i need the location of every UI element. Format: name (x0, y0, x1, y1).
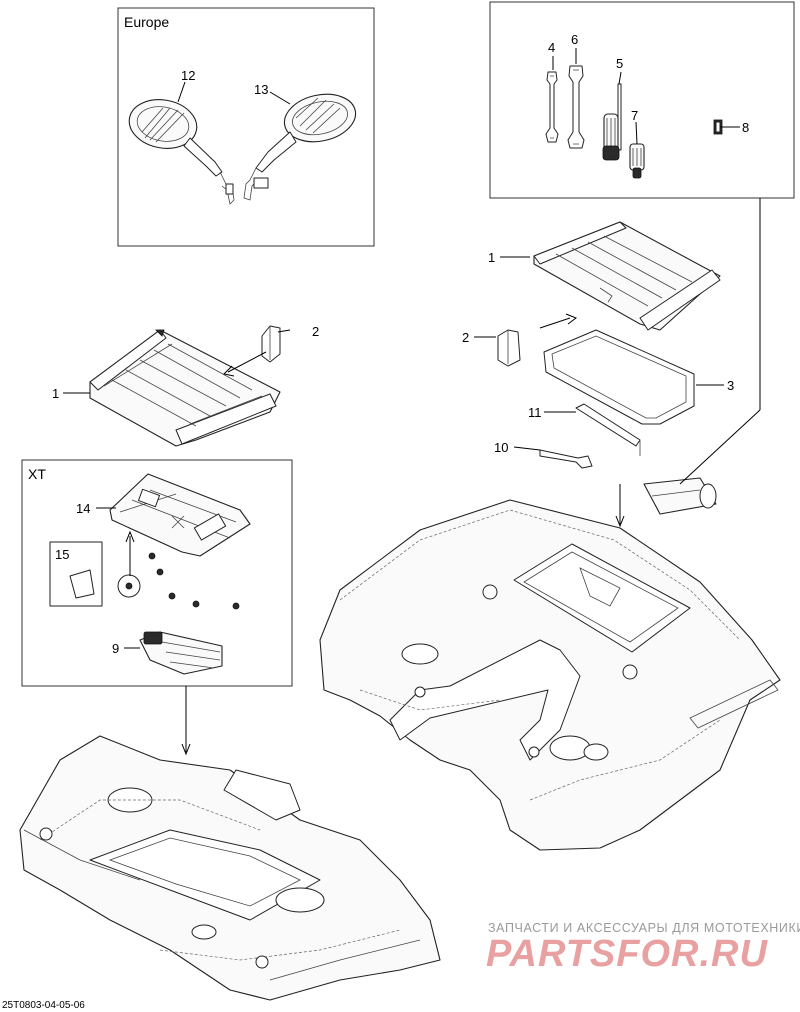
callout-8: 8 (742, 120, 749, 135)
tray-14 (109, 473, 251, 557)
tools-box (489, 1, 795, 199)
latch-left-2 (261, 325, 281, 363)
callout-14: 14 (76, 501, 90, 516)
front-fender (19, 735, 441, 1001)
bit-driver-7 (629, 143, 645, 179)
rack-right-1 (533, 221, 721, 331)
callout-1-right: 1 (488, 250, 495, 265)
callout-15: 15 (55, 547, 69, 562)
callout-9: 9 (112, 641, 119, 656)
screws (117, 552, 240, 610)
watermark: ЗАПЧАСТИ И АКСЕССУАРЫ ДЛЯ МОТОТЕХНИКИ PA… (486, 921, 800, 975)
leader-lines (63, 48, 761, 756)
screwdriver-5 (602, 83, 622, 161)
callout-1-left: 1 (52, 386, 59, 401)
callout-7: 7 (631, 108, 638, 123)
wrench-4 (545, 71, 559, 143)
latch-right-2 (497, 329, 521, 367)
mirror-left-12 (128, 99, 235, 205)
wrench-6 (567, 65, 585, 149)
rear-fender (319, 499, 781, 851)
europe-label: Europe (124, 14, 169, 30)
tool-pouch (643, 477, 717, 515)
xt-label: XT (28, 466, 46, 482)
europe-box: Europe (117, 7, 375, 247)
plate-11 (575, 403, 641, 456)
xt-box: XT (21, 459, 293, 687)
cable-9 (139, 631, 223, 675)
callout-11: 11 (528, 405, 542, 420)
callout-4: 4 (548, 40, 555, 55)
tool-10 (539, 449, 593, 469)
callout-2-right: 2 (462, 330, 469, 345)
document-id: 25T0803-04-05-06 (2, 1000, 85, 1011)
callout-13: 13 (254, 82, 268, 97)
watermark-tagline: ЗАПЧАСТИ И АКСЕССУАРЫ ДЛЯ МОТОТЕХНИКИ (488, 921, 800, 935)
watermark-logo: PARTSFOR.RU (486, 933, 768, 975)
callout-5: 5 (616, 56, 623, 71)
callout-12: 12 (181, 68, 195, 83)
callouts: 12 13 4 6 5 7 8 1 2 2 1 3 11 10 14 15 9 (52, 32, 749, 656)
callout-2-left: 2 (312, 324, 319, 339)
clip-box-15 (49, 541, 103, 607)
mirror-right-13 (243, 93, 357, 201)
callout-6: 6 (571, 32, 578, 47)
callout-10: 10 (494, 440, 508, 455)
rack-left-1 (89, 329, 281, 447)
callout-3: 3 (727, 378, 734, 393)
seal-3 (543, 329, 695, 425)
